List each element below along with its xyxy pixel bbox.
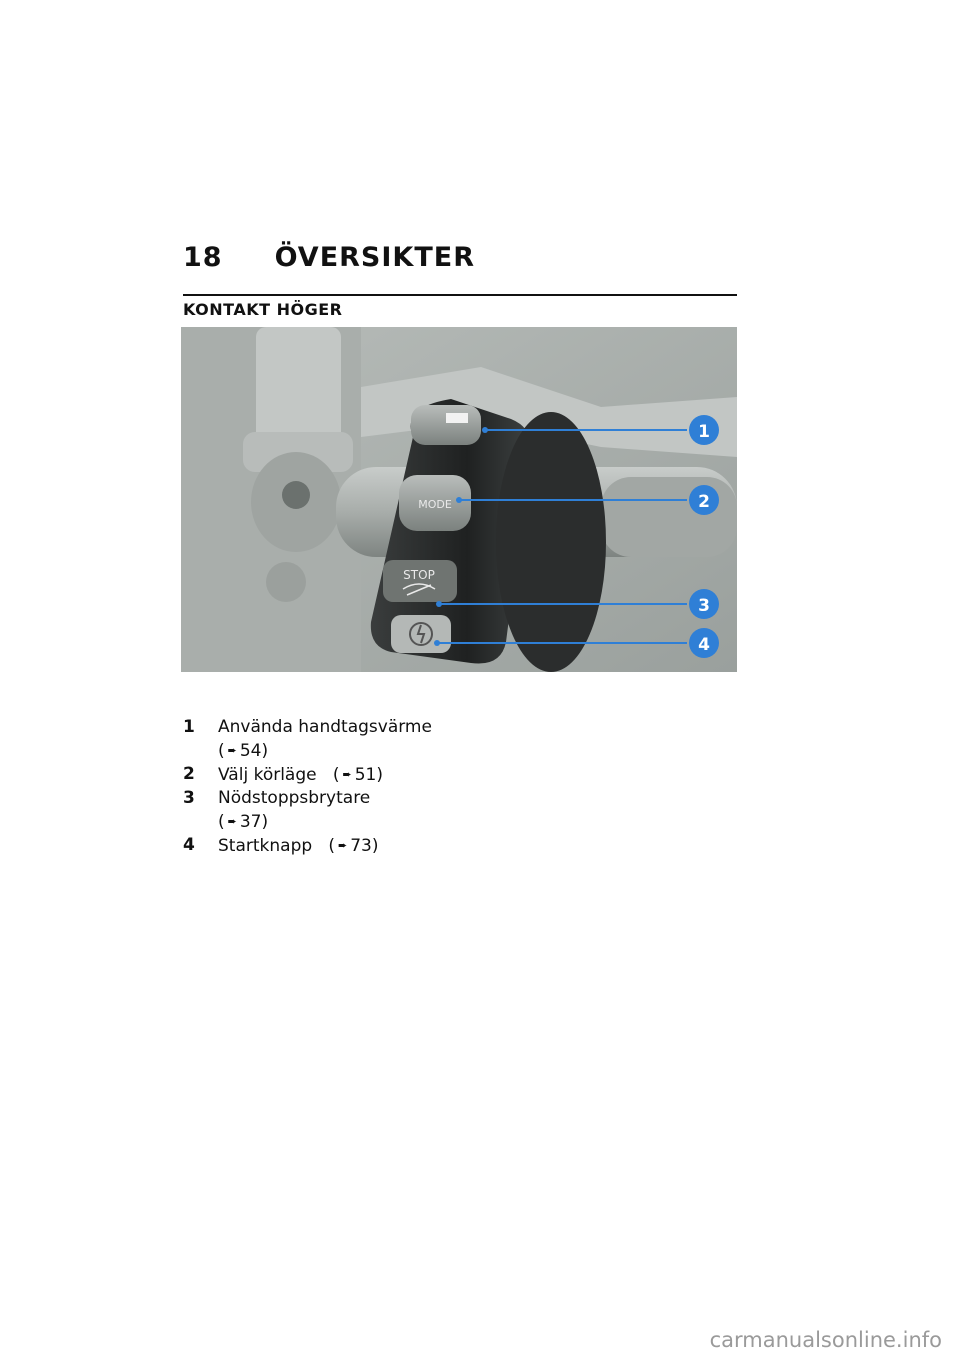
legend-item: 1 Använda handtagsvärme (➨54) — [183, 716, 503, 763]
page-reference[interactable]: (➨54) — [218, 741, 269, 761]
svg-text:1: 1 — [698, 422, 710, 442]
callout-1: 1 — [482, 415, 719, 445]
page-title: 18 ÖVERSIKTER — [183, 240, 738, 276]
page-ref-arrow-icon: ➨ — [227, 815, 237, 828]
handlebar-switch-photo: MODE STOP 1 2 3 4 — [181, 327, 737, 672]
callout-3: 3 — [436, 589, 719, 619]
legend-item: 2 Välj körläge (➨51) — [183, 763, 503, 787]
legend-text: Välj körläge — [218, 765, 317, 785]
mode-button-label: MODE — [418, 498, 452, 511]
svg-text:2: 2 — [698, 492, 710, 512]
legend-item: 3 Nödstoppsbrytare (➨37) — [183, 787, 503, 834]
page-header: 18 ÖVERSIKTER — [183, 240, 738, 276]
callout-2: 2 — [456, 485, 719, 515]
stop-button-label: STOP — [403, 568, 435, 582]
callout-4: 4 — [434, 628, 719, 658]
svg-text:3: 3 — [698, 596, 710, 616]
page-number: 18 — [183, 242, 223, 273]
page-ref-arrow-icon: ➨ — [342, 768, 352, 781]
chapter-title: ÖVERSIKTER — [274, 242, 476, 273]
legend-text: Nödstoppsbrytare — [218, 788, 371, 808]
legend-list: 1 Använda handtagsvärme (➨54) 2 Välj kör… — [183, 716, 503, 858]
page-reference[interactable]: (➨51) — [332, 765, 383, 785]
page-reference[interactable]: (➨73) — [328, 836, 379, 856]
page-reference[interactable]: (➨37) — [218, 812, 269, 832]
page-ref-arrow-icon: ➨ — [338, 839, 348, 852]
legend-text: Använda handtagsvärme — [218, 717, 432, 737]
legend-text: Startknapp — [218, 836, 313, 856]
section-title: KONTAKT HÖGER — [183, 300, 343, 319]
legend-number: 4 — [183, 835, 195, 855]
legend-number: 1 — [183, 717, 195, 737]
legend-number: 2 — [183, 764, 195, 784]
header-rule — [183, 294, 737, 296]
watermark: carmanualsonline.info — [709, 1328, 942, 1352]
page-ref-arrow-icon: ➨ — [227, 744, 237, 757]
legend-number: 3 — [183, 788, 195, 808]
legend-item: 4 Startknapp (➨73) — [183, 834, 503, 858]
svg-text:4: 4 — [698, 635, 710, 655]
